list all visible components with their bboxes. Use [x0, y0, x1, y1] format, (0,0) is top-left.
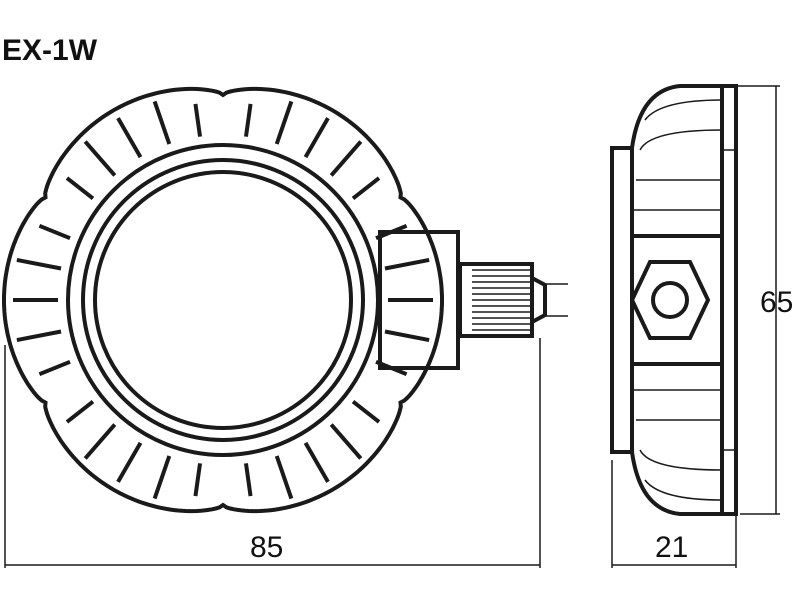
width-label: 85	[250, 531, 283, 564]
rib	[83, 423, 117, 460]
rib	[116, 441, 143, 483]
model-title: EX-1W	[2, 34, 98, 67]
rib	[65, 400, 95, 424]
side-view	[610, 84, 738, 516]
rib	[384, 329, 430, 343]
rib	[152, 455, 172, 500]
rib	[16, 329, 62, 343]
housing-outline	[1, 86, 444, 514]
rib	[274, 100, 294, 145]
cable-gland	[458, 262, 568, 338]
rib	[193, 463, 203, 497]
rib	[38, 223, 71, 241]
rib	[274, 455, 294, 500]
rib	[116, 117, 143, 159]
rib	[329, 423, 363, 460]
rib	[351, 176, 381, 200]
rib	[193, 103, 203, 137]
rib	[243, 103, 253, 137]
rib	[65, 176, 95, 200]
height-label: 65	[760, 286, 793, 319]
rib	[303, 117, 330, 159]
rib	[384, 257, 430, 271]
rib	[351, 400, 381, 424]
width-dimension: 85	[4, 338, 541, 568]
rib	[329, 140, 363, 177]
outer-ring	[66, 143, 380, 457]
rib	[83, 140, 117, 177]
rib	[243, 463, 253, 497]
rib	[16, 257, 62, 271]
hex-nut	[629, 260, 711, 340]
rib	[303, 441, 330, 483]
middle-ring	[81, 158, 365, 442]
rib	[152, 100, 172, 145]
front-view	[1, 86, 568, 514]
lens	[93, 170, 353, 430]
depth-dimension: 21	[611, 460, 737, 568]
depth-label: 21	[655, 531, 688, 564]
rib	[38, 359, 71, 377]
height-dimension: 65	[730, 85, 793, 515]
